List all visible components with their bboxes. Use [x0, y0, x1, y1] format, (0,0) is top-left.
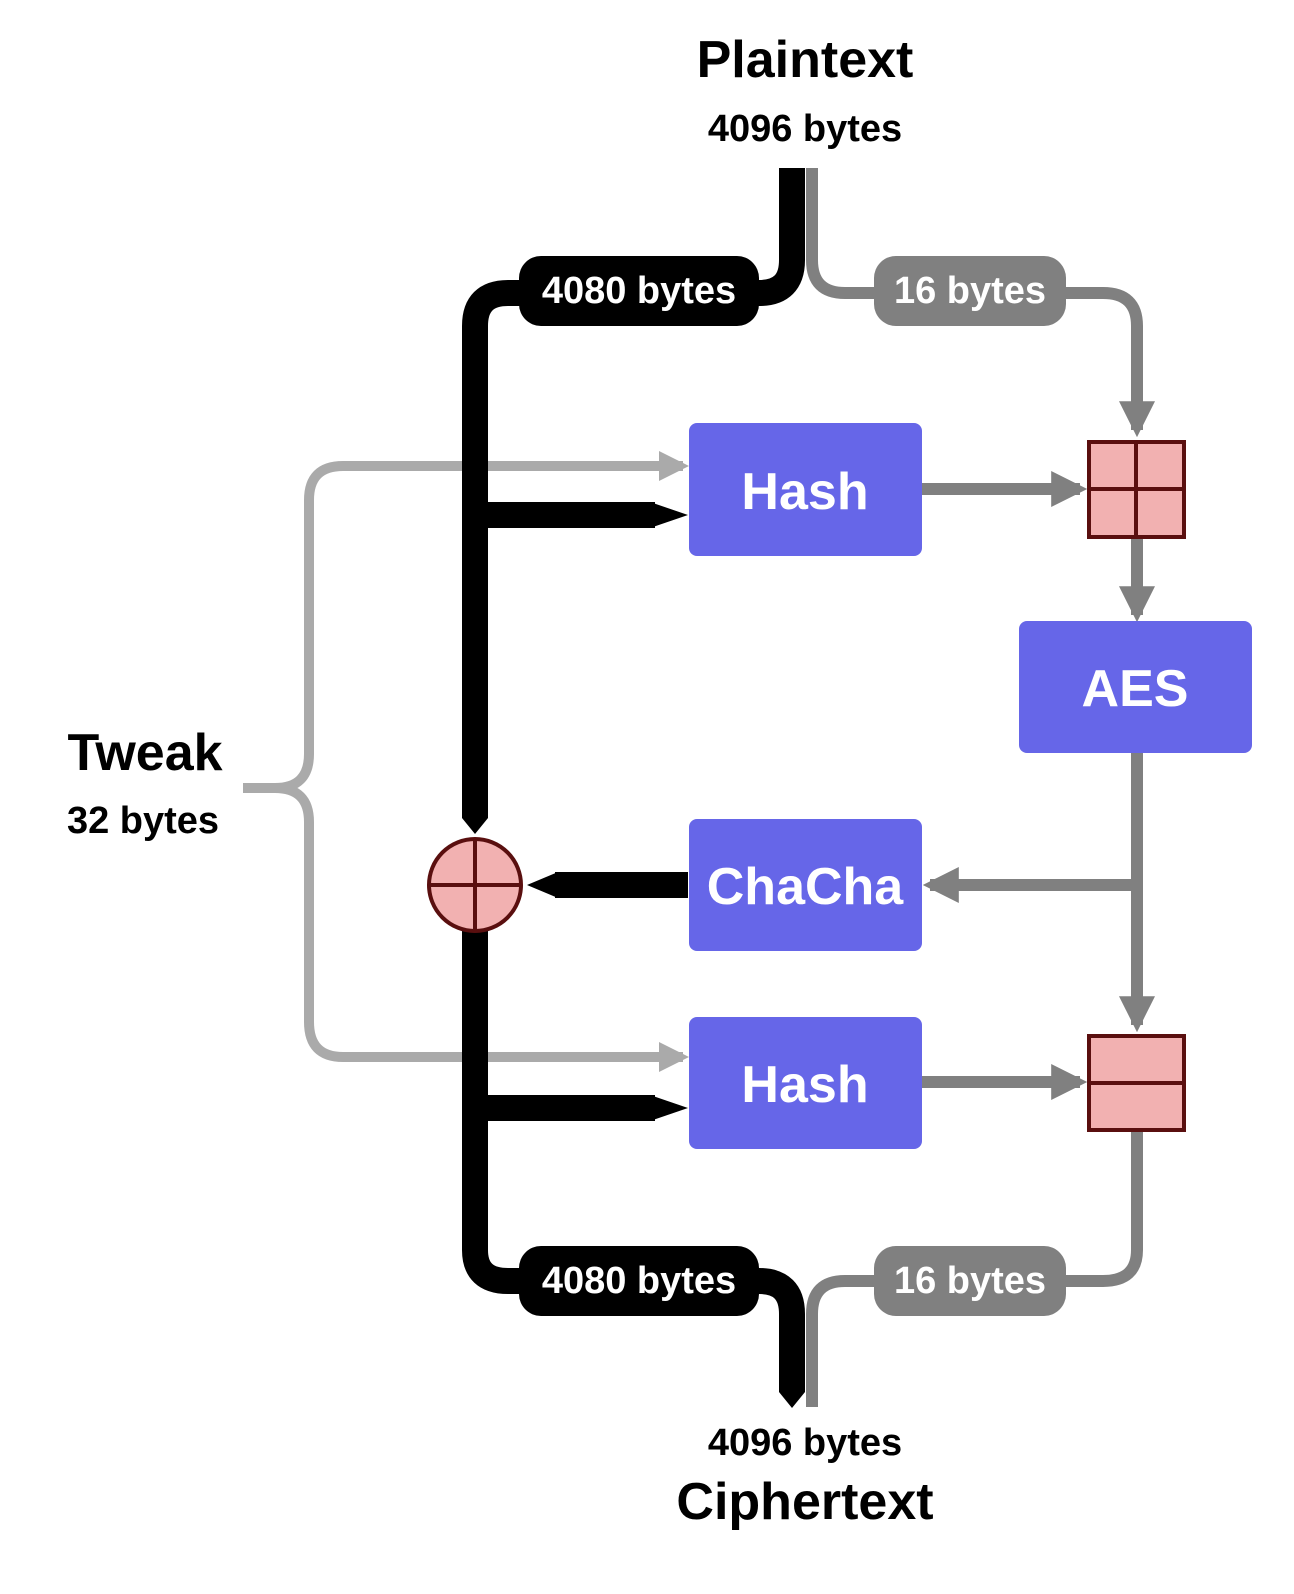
side-size-pill-top: 16 bytes [874, 256, 1066, 326]
main-size-pill-top: 4080 bytes [519, 256, 759, 326]
aes-block: AES [1019, 621, 1252, 753]
add-operator [1087, 440, 1186, 539]
chacha-label: ChaCha [707, 858, 905, 916]
xor-operator [427, 837, 523, 933]
hash-bottom-label: Hash [741, 1056, 868, 1114]
side-size-bottom-label: 16 bytes [894, 1260, 1046, 1302]
ciphertext-title: Ciphertext [676, 1473, 933, 1531]
ciphertext-size: 4096 bytes [708, 1422, 902, 1464]
side-path [806, 168, 1155, 1407]
tweak-size: 32 bytes [67, 800, 219, 842]
plaintext-title: Plaintext [697, 31, 914, 89]
main-path [462, 168, 805, 1385]
main-size-top-label: 4080 bytes [542, 270, 736, 312]
side-size-top-label: 16 bytes [894, 270, 1046, 312]
plaintext-size: 4096 bytes [708, 108, 902, 150]
hash-top-block: Hash [689, 423, 922, 556]
aes-label: AES [1082, 660, 1189, 718]
chacha-block: ChaCha [689, 819, 922, 951]
main-size-pill-bottom: 4080 bytes [519, 1246, 759, 1316]
tweak-title: Tweak [67, 724, 222, 782]
subtract-operator [1087, 1034, 1186, 1132]
hash-bottom-block: Hash [689, 1017, 922, 1149]
main-arrowheads [462, 502, 805, 1408]
hash-top-label: Hash [741, 463, 868, 521]
tweak-brace [243, 451, 689, 1072]
main-size-bottom-label: 4080 bytes [542, 1260, 736, 1302]
side-size-pill-bottom: 16 bytes [874, 1246, 1066, 1316]
